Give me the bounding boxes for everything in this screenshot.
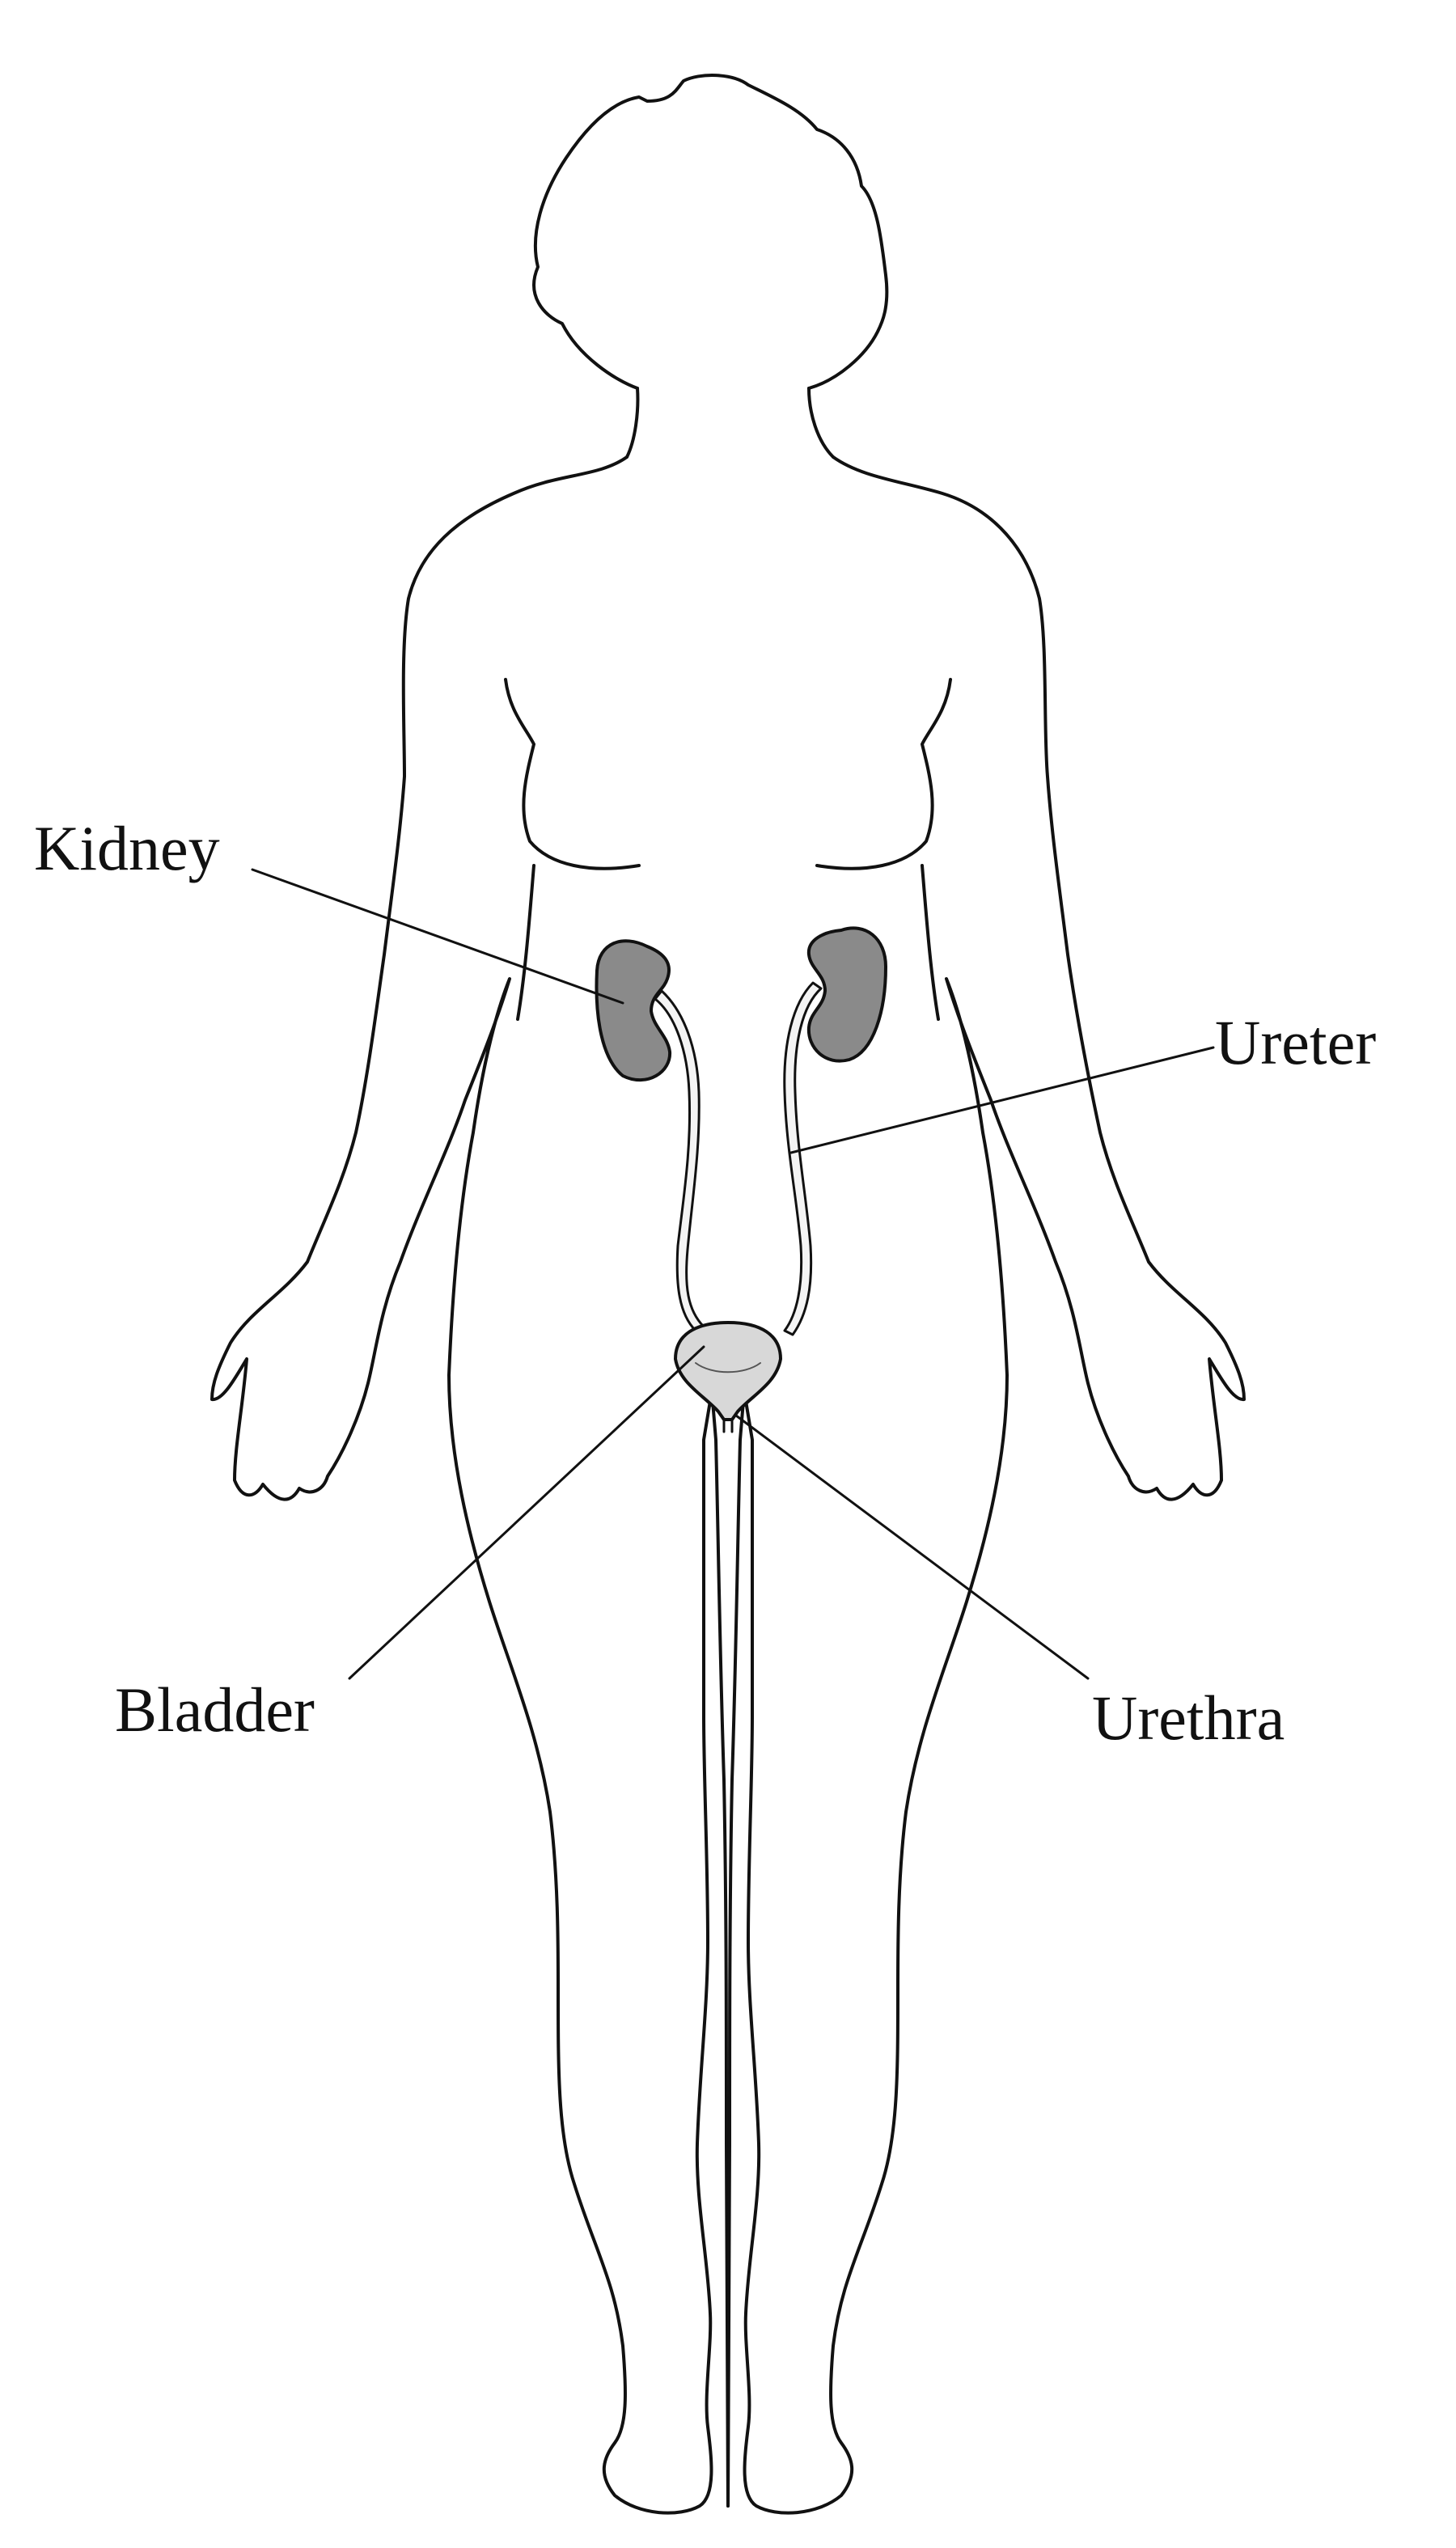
bladder-inner — [695, 1362, 761, 1373]
inner-leg-line — [710, 1390, 730, 2508]
neck-right — [807, 387, 835, 459]
ureter-leader-line — [789, 1046, 1215, 1154]
kidney-leader-line — [251, 868, 624, 1005]
bladder-shape — [674, 1321, 782, 1421]
urethra-label: Urethra — [1092, 1682, 1285, 1753]
body-left-outline — [210, 455, 713, 2515]
inner-leg-line-right — [726, 1390, 746, 2508]
body-right-outline — [743, 455, 1246, 2515]
bladder-label: Bladder — [115, 1674, 315, 1745]
breast-right-contour — [815, 678, 952, 870]
kidney-right — [806, 926, 887, 1063]
head-outline — [532, 74, 889, 390]
urethra-tube — [722, 1418, 734, 1433]
waist-left-contour — [516, 864, 535, 1021]
ureter-label: Ureter — [1215, 1007, 1377, 1077]
neck-left — [625, 387, 640, 459]
kidney-label: Kidney — [34, 813, 220, 883]
ureter-right — [783, 981, 823, 1336]
kidney-left — [595, 939, 672, 1082]
bladder-leader-line — [348, 1345, 705, 1680]
waist-right-contour — [921, 864, 940, 1021]
urethra-leader-line — [734, 1414, 1090, 1680]
breast-left-contour — [504, 678, 641, 870]
